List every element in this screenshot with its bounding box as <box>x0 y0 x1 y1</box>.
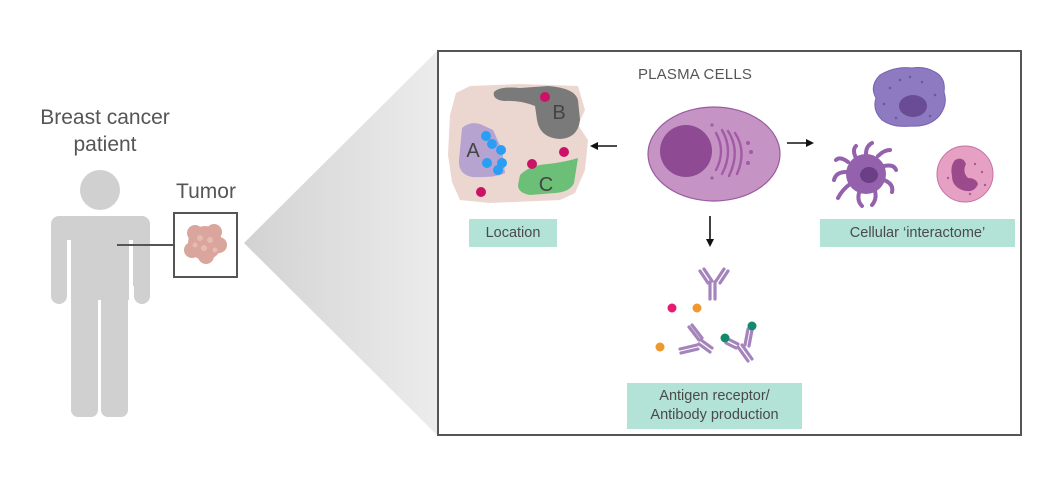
plasma-cell-icon <box>647 106 781 202</box>
antibody-icon <box>678 323 714 355</box>
antibody-tag-line2: Antibody production <box>650 407 779 423</box>
arrow-left-icon <box>590 142 617 150</box>
antibody-tag-line1: Antigen receptor/ <box>659 388 770 404</box>
antibody-production-tag: Antigen receptor/ Antibody production <box>627 383 802 429</box>
interactome-tag: Cellular ‘interactome’ <box>820 219 1015 247</box>
panel-title: PLASMA CELLS <box>637 66 753 83</box>
arrow-right-icon <box>787 139 814 147</box>
antibody-icon <box>698 267 730 301</box>
location-tag: Location <box>469 219 557 247</box>
region-a-label: A <box>466 140 480 162</box>
tumor-label: Tumor <box>176 180 236 203</box>
b-cell-dots <box>481 131 507 175</box>
dendritic-cell-body <box>846 154 886 194</box>
antigen-dot-icon <box>655 303 757 352</box>
antibody-icon <box>724 327 754 363</box>
patient-title-line2: patient <box>73 133 137 156</box>
patient-title: Breast cancer patient <box>0 104 210 158</box>
tissue-map-icon: B A C <box>448 84 588 203</box>
plasma-cell-dots <box>476 92 569 197</box>
neutrophil-icon <box>936 145 994 203</box>
arrow-down-icon <box>706 216 714 247</box>
region-c-label: C <box>539 174 553 196</box>
macrophage-icon <box>872 67 946 127</box>
region-b-label: B <box>552 102 565 124</box>
zoom-cone <box>244 50 438 436</box>
patient-title-line1: Breast cancer <box>40 106 170 129</box>
